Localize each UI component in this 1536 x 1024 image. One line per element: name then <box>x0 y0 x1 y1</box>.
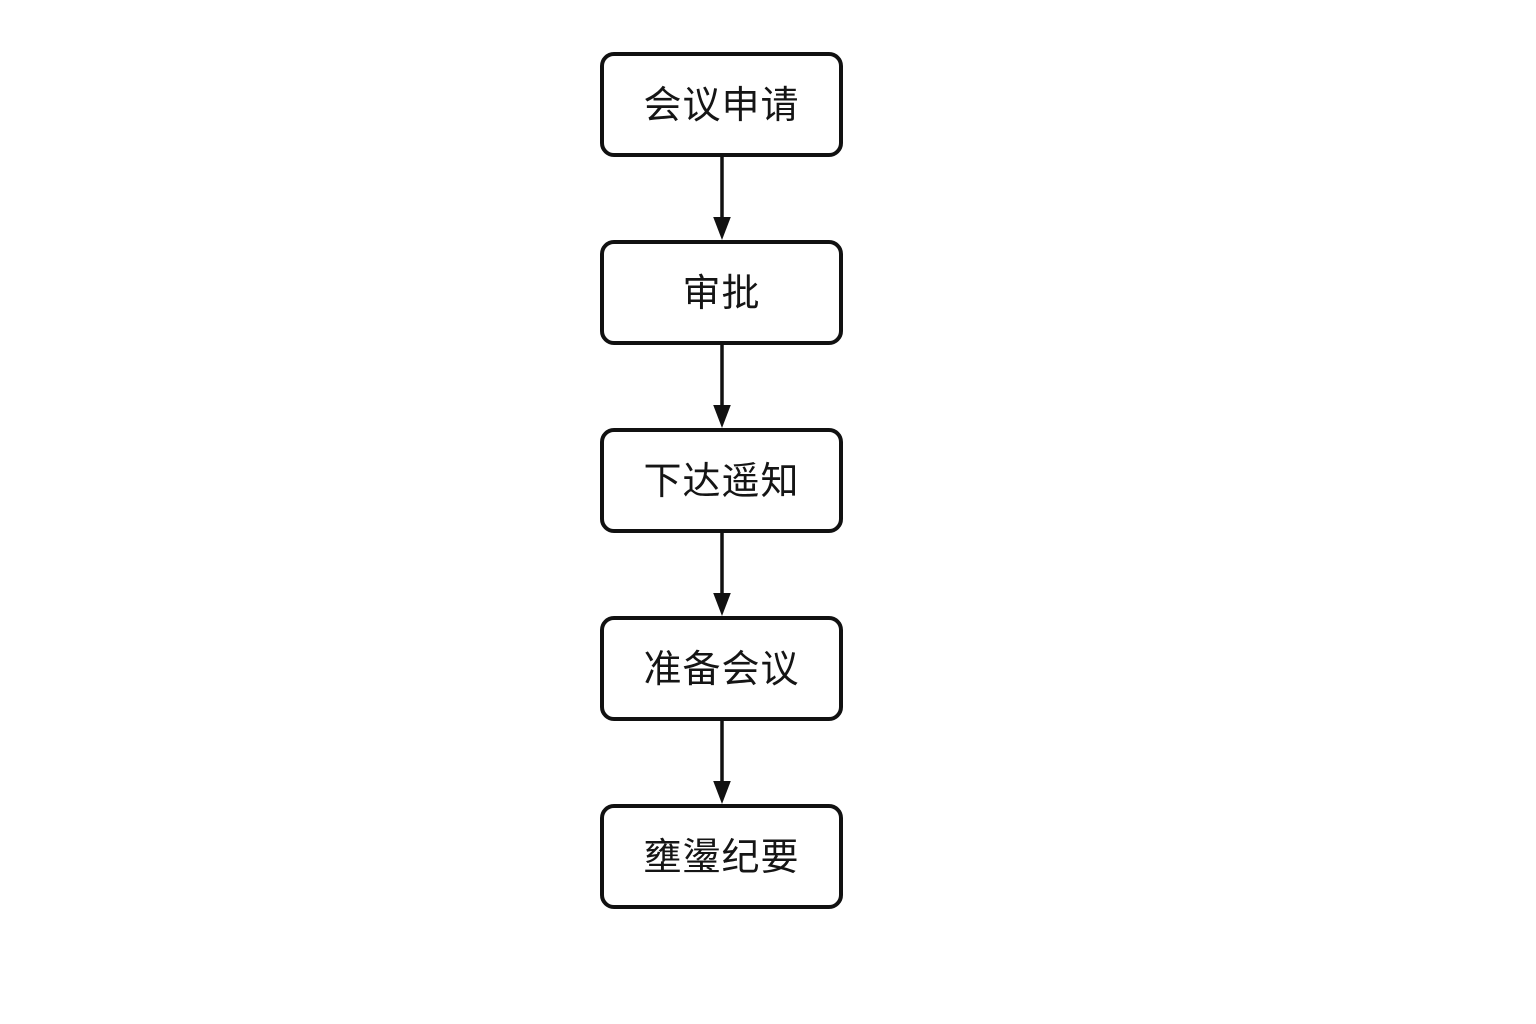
flow-connector-2 <box>710 345 734 428</box>
flow-connector-3 <box>710 533 734 616</box>
down-arrow-icon <box>712 721 731 804</box>
down-arrow-icon <box>712 157 731 240</box>
flow-node-label: 准备会议 <box>643 646 800 691</box>
flow-node-label: 下达遥知 <box>643 458 800 503</box>
flow-node-compile-minutes[interactable]: 壅璗纪要 <box>600 804 843 909</box>
flow-node-prepare-meeting[interactable]: 准备会议 <box>600 616 843 721</box>
down-arrow-icon <box>712 533 731 616</box>
flow-connector-4 <box>710 721 734 804</box>
flow-node-label: 会议申请 <box>643 82 800 127</box>
flow-node-label: 审批 <box>682 270 761 315</box>
flow-node-meeting-application[interactable]: 会议申请 <box>600 52 843 157</box>
flow-connector-1 <box>710 157 734 240</box>
flow-node-label: 壅璗纪要 <box>643 834 800 879</box>
down-arrow-icon <box>712 345 731 428</box>
flow-node-approval[interactable]: 审批 <box>600 240 843 345</box>
flow-node-issue-notice[interactable]: 下达遥知 <box>600 428 843 533</box>
flowchart-node-column: 会议申请 审批 下达遥知 准备会议 <box>600 52 843 909</box>
